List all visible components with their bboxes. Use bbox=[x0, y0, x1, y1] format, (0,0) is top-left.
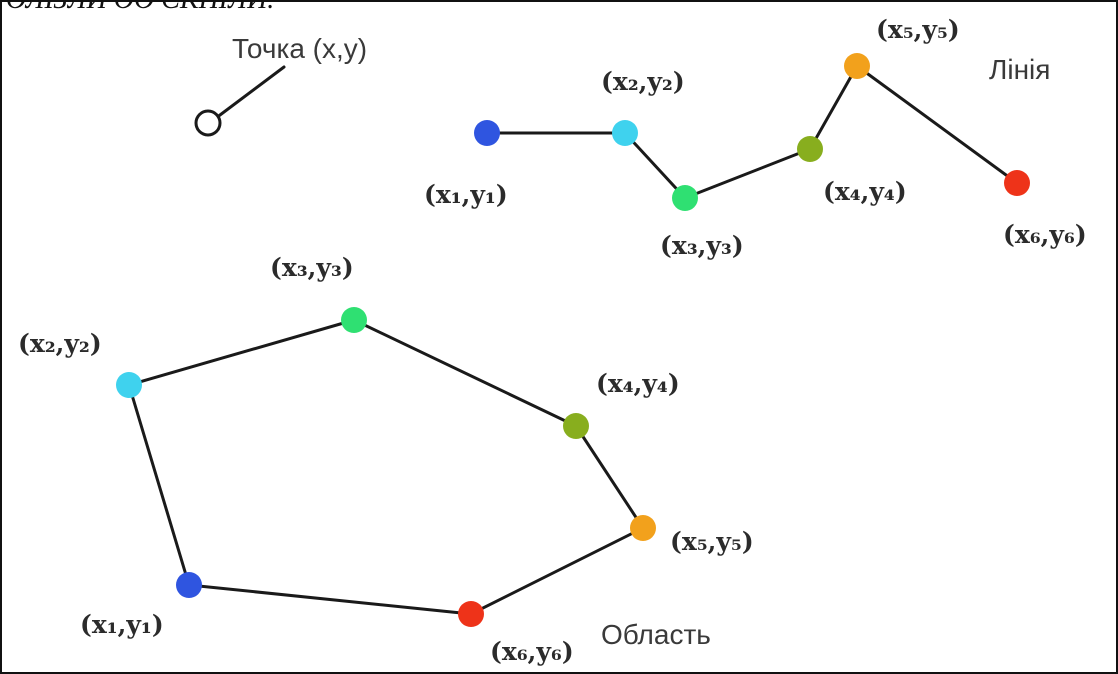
area-vertex-3-label: (x₃,y₃) bbox=[270, 253, 354, 282]
line-vertex-5-label: (x₅,y₅) bbox=[876, 15, 960, 44]
line-example: (x₁,y₁) (x₂,y₂) (x₃,y₃) (x₄,y₄) (x₅,y₅) … bbox=[424, 15, 1087, 260]
area-vertex-4-label: (x₄,y₄) bbox=[596, 369, 680, 398]
area-example: (x₁,y₁) (x₂,y₂) (x₃,y₃) (x₄,y₄) (x₅,y₅) … bbox=[18, 253, 754, 666]
line-vertex-3 bbox=[672, 185, 698, 211]
line-vertex-2-label: (x₂,y₂) bbox=[601, 67, 685, 96]
line-vertex-3-label: (x₃,y₃) bbox=[660, 231, 744, 260]
area-polygon bbox=[127, 318, 645, 616]
area-vertex-3 bbox=[341, 307, 367, 333]
line-vertex-2 bbox=[612, 120, 638, 146]
line-polyline bbox=[485, 64, 1019, 200]
line-vertex-1 bbox=[474, 120, 500, 146]
cropped-heading-text: ОЛІЗЛИ ОО СКПІЛИ. bbox=[6, 0, 274, 16]
area-vertex-5 bbox=[630, 515, 656, 541]
area-vertex-1-label: (x₁,y₁) bbox=[80, 610, 164, 639]
line-vertex-1-label: (x₁,y₁) bbox=[424, 180, 508, 209]
area-vertex-5-label: (x₅,y₅) bbox=[670, 527, 754, 556]
point-marker bbox=[194, 109, 222, 137]
area-vertex-2-label: (x₂,y₂) bbox=[18, 329, 102, 358]
line-vertex-6-label: (x₆,y₆) bbox=[1003, 220, 1087, 249]
point-label: Точка (x,y) bbox=[232, 33, 367, 64]
area-vertex-4 bbox=[563, 413, 589, 439]
line-vertex-4-label: (x₄,y₄) bbox=[823, 177, 907, 206]
point-leader-line bbox=[210, 65, 286, 123]
line-label: Лінія bbox=[989, 54, 1050, 85]
line-vertex-5 bbox=[844, 53, 870, 79]
area-vertex-6 bbox=[458, 601, 484, 627]
point-example: Точка (x,y) bbox=[194, 33, 367, 137]
line-vertex-4 bbox=[797, 136, 823, 162]
area-vertex-1 bbox=[176, 572, 202, 598]
area-label: Область bbox=[601, 619, 711, 650]
area-vertex-2 bbox=[116, 372, 142, 398]
line-vertex-6 bbox=[1004, 170, 1030, 196]
area-vertex-6-label: (x₆,y₆) bbox=[490, 637, 574, 666]
